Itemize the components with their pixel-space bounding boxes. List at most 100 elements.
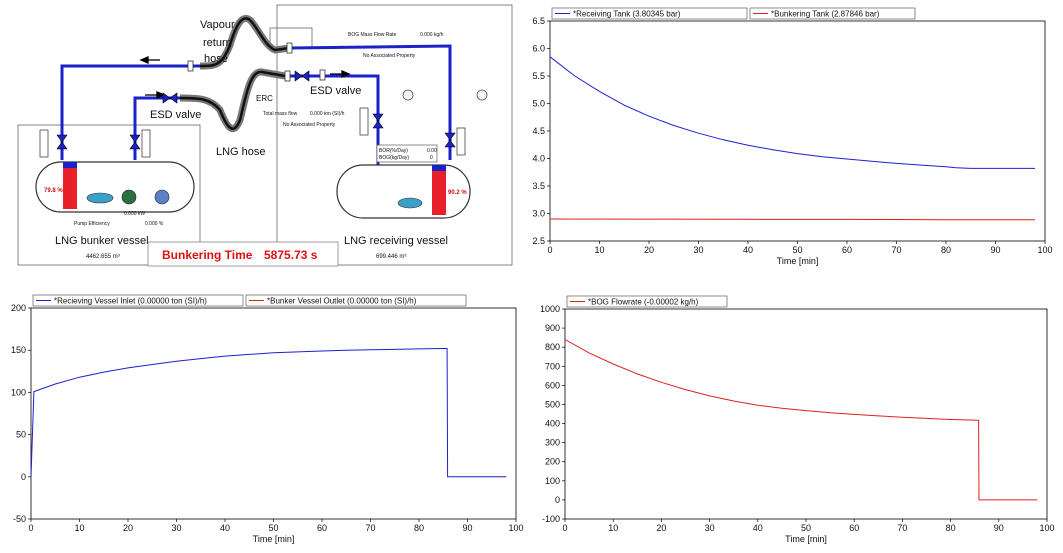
lng-hose — [179, 68, 286, 133]
bog-mass-flow-rate-value: 0.000 kg/h — [420, 32, 444, 38]
x-tick-label: 50 — [801, 523, 811, 533]
bog-label: BOG(kg/Day) — [379, 155, 409, 161]
y-tick-label: 4.5 — [532, 126, 545, 136]
y-tick-label: -50 — [13, 514, 26, 524]
bunker-level-value: 79.8 % — [44, 188, 63, 194]
y-tick-label: 0 — [555, 495, 560, 505]
process-diagram: Vapour return hose BOG Mass Flow Rate 0.… — [17, 4, 513, 267]
bunkering-time-panel — [147, 241, 339, 267]
x-tick-label: 40 — [743, 245, 753, 255]
legend-entry-box — [566, 295, 728, 308]
vapour-return-label-2: return — [203, 37, 232, 49]
y-tick-label: 500 — [545, 399, 560, 409]
y-tick-label: 600 — [545, 380, 560, 390]
receiving-vessel-volume: 699.446 m³ — [376, 254, 406, 260]
x-tick-label: 50 — [268, 523, 278, 533]
y-tick-label: 150 — [11, 345, 26, 355]
x-tick-label: 30 — [171, 523, 181, 533]
flow-arrows — [139, 56, 351, 99]
x-tick-label: 100 — [1037, 245, 1052, 255]
y-tick-label: 300 — [545, 438, 560, 448]
vapour-return-pipe — [60, 44, 452, 160]
legend-label: *Receiving Tank (3.80345 bar) — [573, 10, 681, 19]
receiving-pump-icon — [397, 197, 423, 209]
x-tick-label: 100 — [508, 523, 523, 533]
x-axis-label: Time [min] — [253, 534, 295, 544]
x-tick-label: 0 — [28, 523, 33, 533]
flange-icons — [187, 42, 326, 82]
y-tick-label: 400 — [545, 419, 560, 429]
y-tick-label: 50 — [16, 430, 26, 440]
x-tick-label: 70 — [897, 523, 907, 533]
x-axis-label: Time [min] — [785, 534, 827, 544]
bunker-vessel-volume: 4462.655 m³ — [86, 254, 120, 260]
esd-valve-right-label: ESD valve — [310, 85, 361, 97]
level-indicator-icons — [39, 107, 466, 158]
x-tick-label: 80 — [941, 245, 951, 255]
legend-label: *Bunkering Tank (2.87846 bar) — [771, 10, 880, 19]
y-tick-label: 5.0 — [532, 99, 545, 109]
legend-entry-box — [551, 7, 748, 20]
y-tick-label: 5.5 — [532, 71, 545, 81]
no-associated-property-mid: No Associated Property — [283, 122, 336, 128]
x-tick-label: 60 — [317, 523, 327, 533]
bog-mass-flow-rate-label: BOG Mass Flow Rate — [348, 32, 397, 38]
x-tick-label: 30 — [705, 523, 715, 533]
y-tick-label: 0 — [21, 472, 26, 482]
plot-area — [549, 20, 1046, 242]
receiving-level-fill — [432, 168, 446, 215]
x-tick-label: 90 — [462, 523, 472, 533]
pump-efficiency-label: Pump Efficiency — [74, 221, 110, 227]
lng-receiving-tank — [336, 164, 471, 219]
legend-label: *Bunker Vessel Outlet (0.00000 ton (SI)/… — [267, 297, 417, 306]
total-mass-flow-value: 0.000 ton (SI)/h — [310, 111, 345, 117]
plot-area — [30, 307, 517, 520]
y-tick-label: 1000 — [540, 304, 560, 314]
legend-entry-box — [245, 294, 467, 307]
y-tick-label: 6.5 — [532, 16, 545, 26]
legend-entry-box — [749, 7, 916, 20]
x-tick-label: 70 — [891, 245, 901, 255]
erc-label: ERC — [256, 94, 273, 103]
x-tick-label: 90 — [994, 523, 1004, 533]
bor-value: 0.00 — [427, 148, 437, 154]
y-tick-label: 6.0 — [532, 44, 545, 54]
x-tick-label: 40 — [753, 523, 763, 533]
series-line — [549, 218, 1036, 221]
legend-label: *BOG Flowrate (-0.00002 kg/h) — [588, 298, 699, 307]
y-tick-label: 700 — [545, 361, 560, 371]
x-tick-label: 10 — [74, 523, 84, 533]
x-tick-label: 0 — [562, 523, 567, 533]
y-tick-label: 3.0 — [532, 209, 545, 219]
bunkering-time-label: Bunkering Time — [162, 248, 253, 262]
bunker-vessel-frame — [17, 124, 201, 266]
bunker-motor-icon — [121, 189, 137, 205]
y-tick-label: 3.5 — [532, 181, 545, 191]
vapour-return-label-3: hose — [204, 53, 228, 65]
y-tick-label: 800 — [545, 342, 560, 352]
pump-power-value: 0.000 kW — [124, 211, 145, 217]
bor-label: BOR(%/Day) — [379, 148, 408, 154]
x-tick-label: 60 — [842, 245, 852, 255]
x-tick-label: 20 — [123, 523, 133, 533]
x-tick-label: 20 — [644, 245, 654, 255]
series-line — [564, 339, 1038, 501]
legend-entry-box — [32, 294, 244, 307]
bor-bog-panel — [376, 144, 438, 163]
x-tick-label: 60 — [849, 523, 859, 533]
receiving-vessel-label: LNG receiving vessel — [344, 235, 448, 247]
y-tick-label: 100 — [11, 387, 26, 397]
x-tick-label: 40 — [220, 523, 230, 533]
receiving-vessel-frame — [276, 4, 513, 266]
vapour-return-label-1: Vapour — [200, 19, 235, 31]
y-tick-label: 100 — [545, 476, 560, 486]
y-tick-label: 4.0 — [532, 154, 545, 164]
x-tick-label: 80 — [414, 523, 424, 533]
y-tick-label: -100 — [542, 514, 560, 524]
legend-label: *Recieving Vessel Inlet (0.00000 ton (SI… — [54, 297, 207, 306]
y-tick-label: 900 — [545, 323, 560, 333]
